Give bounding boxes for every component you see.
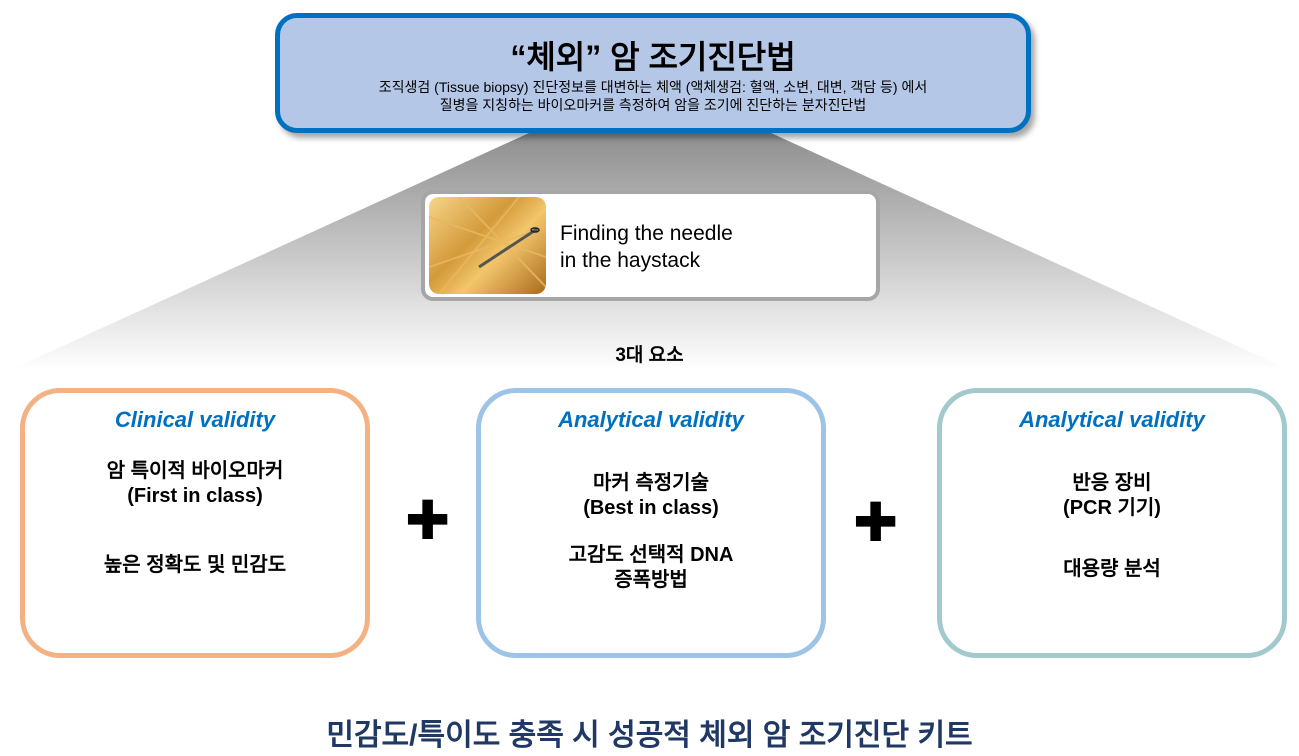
needle-callout: Finding the needle in the haystack — [421, 190, 880, 301]
subtitle-line: 질병을 지칭하는 바이오마커를 측정하여 암을 조기에 진단하는 분자진단법 — [439, 97, 867, 113]
card-line: 암 특이적 바이오마커 — [106, 460, 284, 482]
subtitle-line: 조직생검 (Tissue biopsy) 진단정보를 대변하는 체액 (액체생검… — [378, 79, 928, 95]
card-line: (First in class) — [127, 485, 263, 507]
card-analytical-validity-equipment: Analytical validity 반응 장비 (PCR 기기) 대용량 분… — [937, 388, 1287, 658]
card-line: 증폭방법 — [614, 569, 688, 591]
card-title: Clinical validity — [114, 407, 276, 432]
page-title: “체외” 암 조기진단법 — [510, 39, 796, 75]
needle-text-line: Finding the needle — [560, 222, 733, 245]
card-line: 대용량 분석 — [1063, 558, 1161, 580]
card-line: 마커 측정기술 — [593, 472, 709, 494]
card-line: 고감도 선택적 DNA — [568, 544, 734, 566]
plus-icon: ✚ — [853, 493, 899, 553]
card-title: Analytical validity — [558, 407, 744, 432]
needle-text-line: in the haystack — [560, 249, 701, 272]
title-box: “체외” 암 조기진단법 조직생검 (Tissue biopsy) 진단정보를 … — [275, 13, 1031, 133]
haystack-needle-image — [429, 197, 546, 294]
plus-icon: ✚ — [405, 491, 451, 551]
card-analytical-validity-technique: Analytical validity 마커 측정기술 (Best in cla… — [476, 388, 826, 658]
section-label: 3대 요소 — [615, 345, 684, 366]
card-line: 반응 장비 — [1072, 472, 1152, 494]
card-line: 높은 정확도 및 민감도 — [103, 554, 287, 576]
card-title: Analytical validity — [1019, 407, 1205, 432]
card-clinical-validity: Clinical validity 암 특이적 바이오마커 (First in … — [20, 388, 370, 658]
conclusion-text: 민감도/특이도 충족 시 성공적 체외 암 조기진단 키트 — [326, 719, 973, 752]
needle-icon — [429, 197, 546, 294]
card-line: (PCR 기기) — [1063, 497, 1161, 519]
card-line: (Best in class) — [583, 497, 719, 519]
